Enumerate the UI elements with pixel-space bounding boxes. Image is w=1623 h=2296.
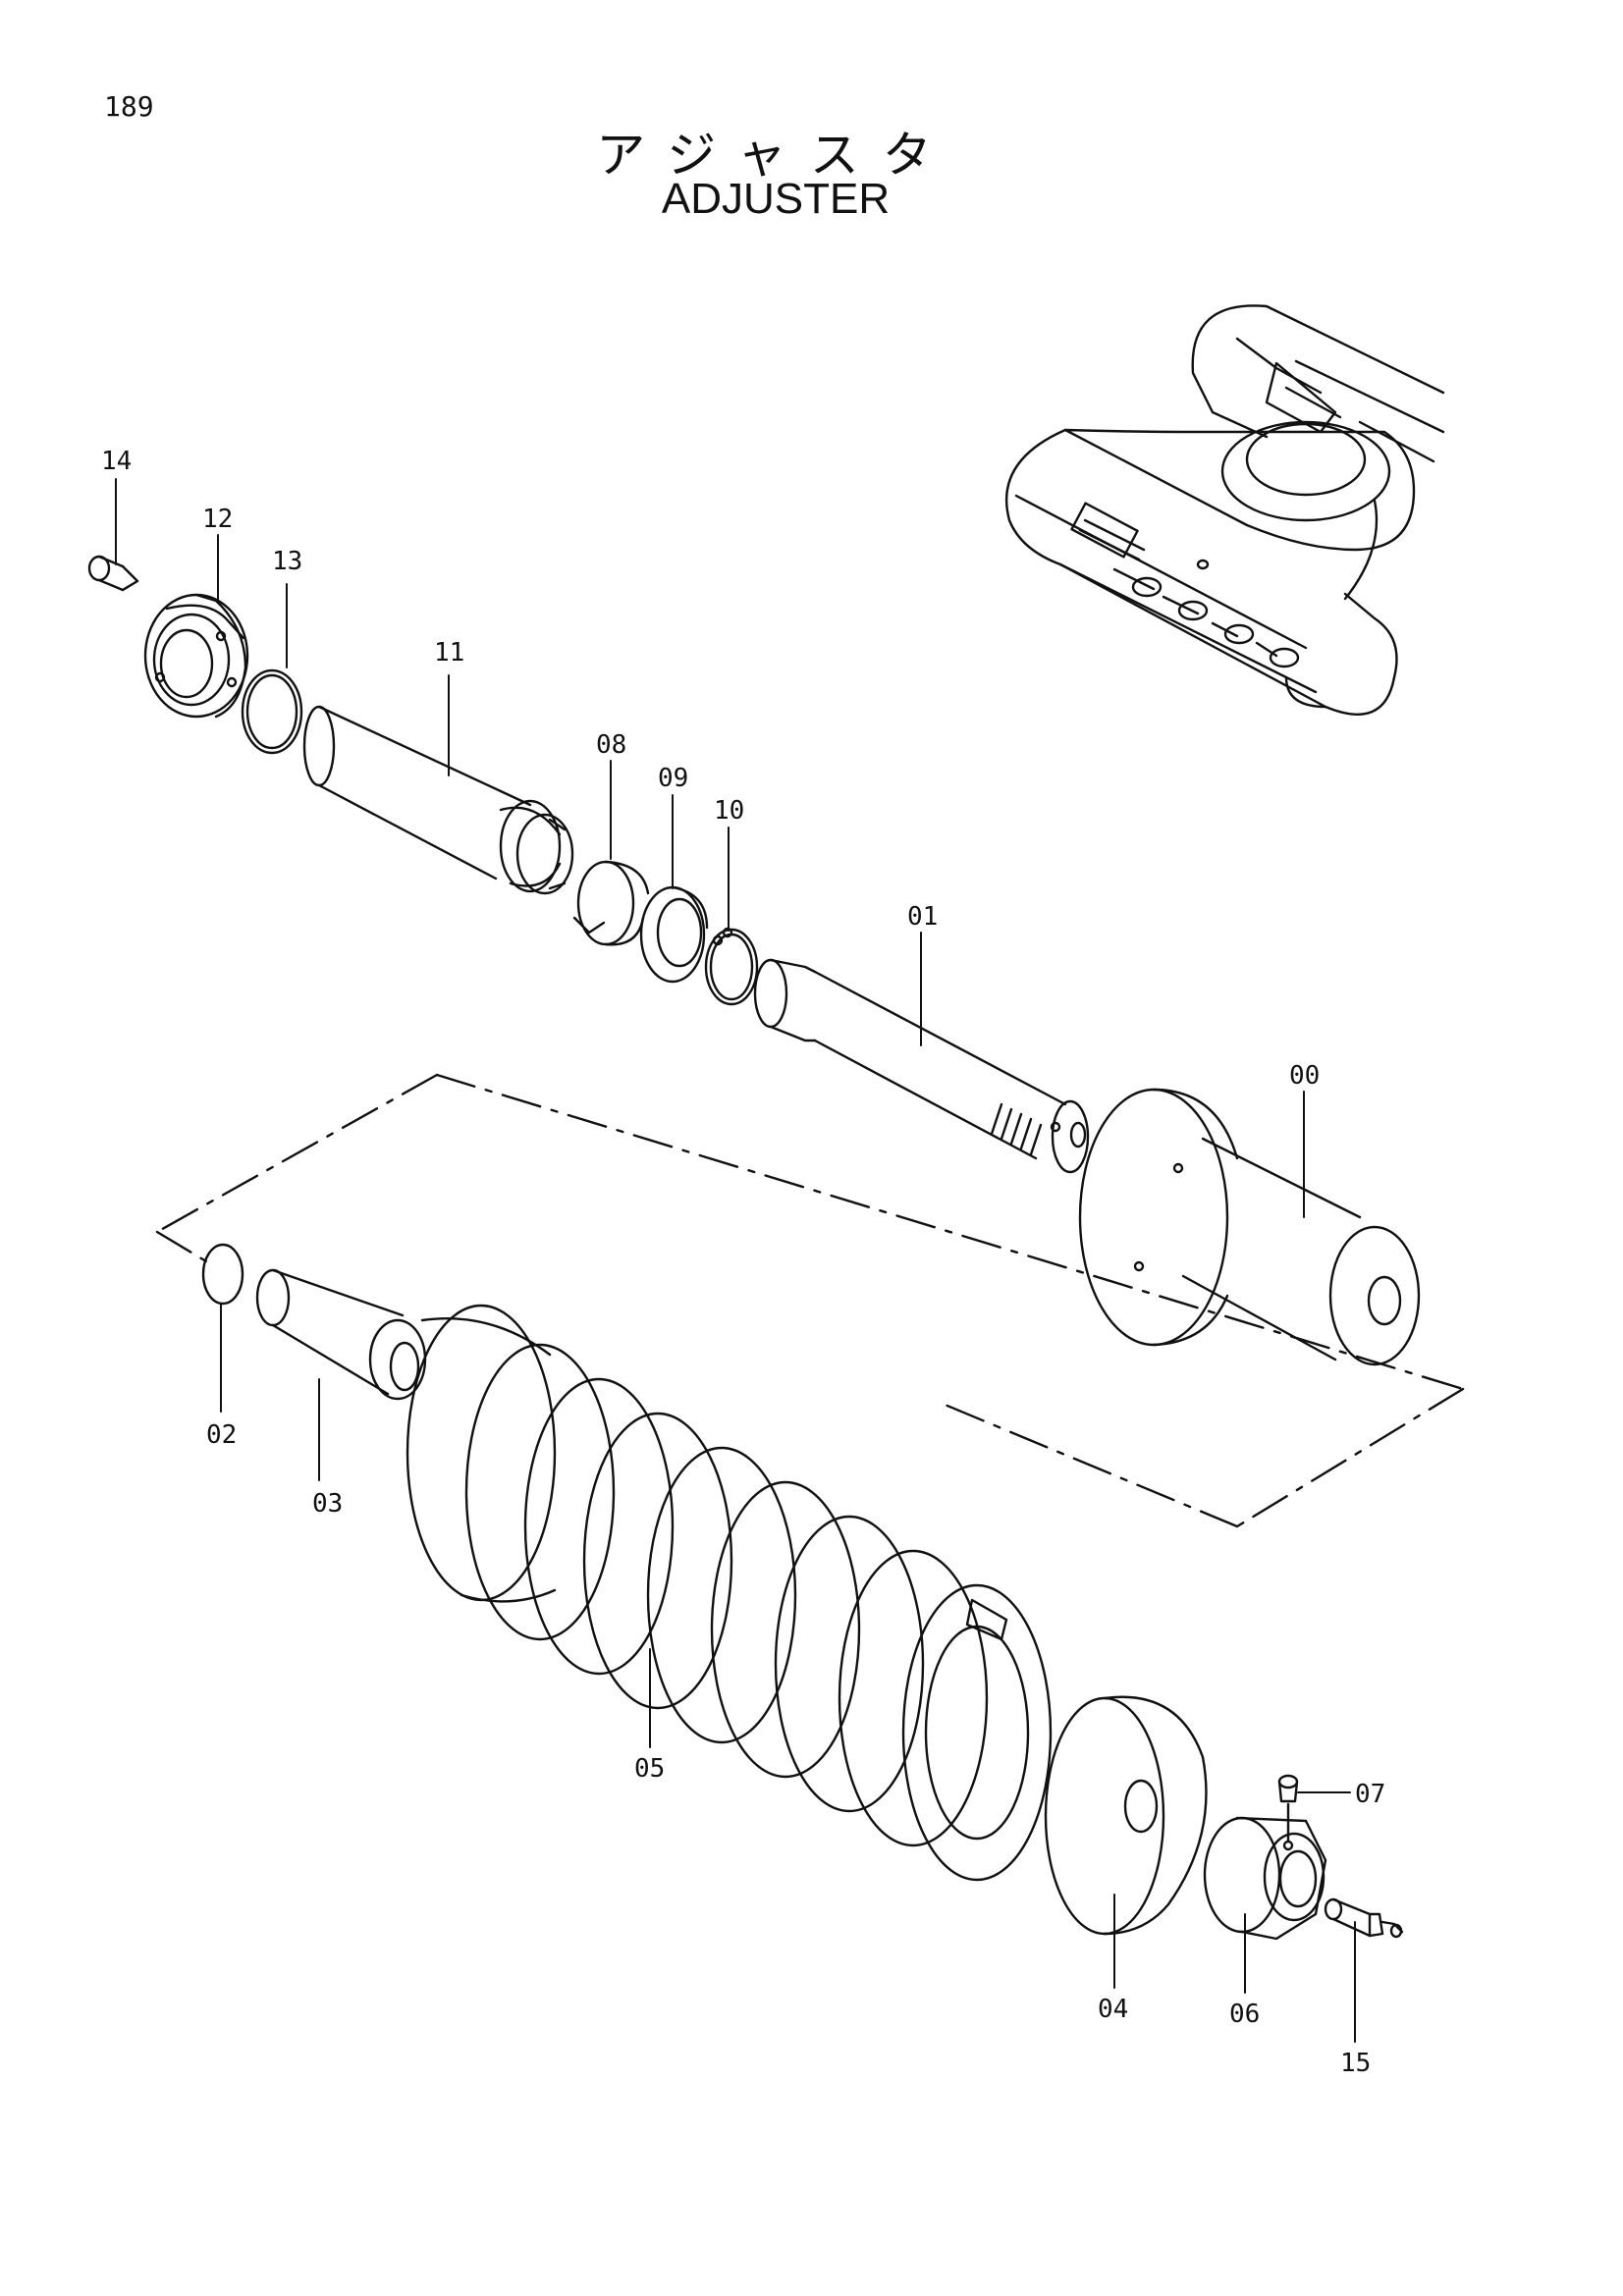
part-03-spacer — [255, 1268, 427, 1401]
track-frame-inset — [1004, 304, 1445, 716]
callout-labels: 14 12 13 11 08 09 10 01 00 02 03 05 07 0… — [101, 447, 1385, 2078]
callout-15: 15 — [1340, 2049, 1371, 2078]
callout-10: 10 — [714, 796, 744, 826]
callout-01: 01 — [907, 902, 938, 932]
part-05-spring — [406, 1304, 1053, 1882]
callout-11: 11 — [434, 638, 464, 667]
part-01-rod — [753, 958, 1090, 1174]
callout-12: 12 — [202, 505, 233, 534]
callout-09: 09 — [658, 764, 688, 793]
callout-06: 06 — [1229, 2000, 1260, 2029]
callout-08: 08 — [596, 730, 626, 760]
callout-13: 13 — [272, 547, 302, 576]
part-04-spring-seat — [1044, 1695, 1208, 1936]
part-15-grease-fitting — [1324, 1897, 1404, 1939]
part-06-nut — [1203, 1816, 1327, 1941]
title-japanese: アジャスタ — [596, 127, 955, 184]
part-11-cylinder — [302, 705, 574, 895]
assembly-boundary — [155, 1073, 1465, 1528]
part-09-seal — [639, 885, 709, 984]
page-number: 189 — [104, 90, 154, 123]
title-english: ADJUSTER — [661, 175, 891, 223]
part-00-body — [1078, 1088, 1421, 1366]
callout-14: 14 — [101, 447, 132, 476]
part-02-o-ring — [201, 1243, 244, 1306]
part-14-bolt — [87, 555, 139, 592]
callout-07: 07 — [1355, 1780, 1385, 1809]
callout-00: 00 — [1289, 1061, 1320, 1091]
leader-lines — [115, 478, 1356, 2043]
callout-05: 05 — [634, 1754, 665, 1784]
part-08-bushing — [572, 860, 650, 946]
part-13-o-ring — [241, 668, 303, 755]
callout-03: 03 — [312, 1489, 343, 1519]
part-12-flange — [143, 593, 249, 719]
callout-04: 04 — [1098, 1995, 1128, 2024]
callout-02: 02 — [206, 1420, 237, 1450]
part-10-snap-ring — [704, 927, 759, 1006]
